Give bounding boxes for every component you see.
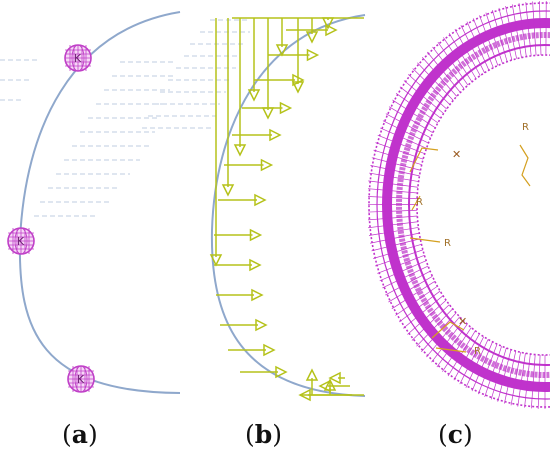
spring-label-2: K: [17, 235, 25, 248]
panel-b: [142, 14, 366, 402]
caption-letter-b: b: [254, 420, 273, 449]
load-arrows: [209, 17, 364, 402]
caption-letter-a: a: [71, 420, 88, 449]
caption-a: (a): [62, 420, 98, 449]
coupling-line-5: [435, 347, 467, 353]
coupling-markers: ✕ ✕: [452, 148, 467, 328]
panel-c: ✕ ✕ R R R R: [368, 1, 550, 409]
caption-letter-c: c: [447, 420, 463, 449]
coupling-label-4: R: [474, 346, 481, 357]
spring-support-bottom: K: [67, 365, 95, 393]
coupling-line-1: [409, 147, 439, 173]
lining-mesh: [368, 1, 550, 409]
spring-support-middle: K: [7, 227, 35, 255]
coupling-label-1: R: [444, 238, 451, 249]
caption-c: (c): [438, 420, 473, 449]
coupling-constraints: [409, 144, 531, 353]
panel-a: K K K: [0, 11, 181, 394]
coupling-line-2: [411, 195, 421, 211]
coupling-label-3: R: [416, 197, 423, 208]
spring-label-3: K: [77, 373, 85, 386]
caption-b: (b): [245, 420, 283, 449]
coupling-label-2: R: [522, 122, 529, 133]
coupling-marker-2: ✕: [458, 315, 467, 328]
coupling-line-6: [519, 144, 531, 187]
faint-text-lines: [0, 59, 175, 217]
boundary-curve-b: [210, 14, 366, 397]
coupling-line-3: [409, 237, 441, 243]
spring-label-1: K: [74, 52, 82, 65]
faint-text-lines: [142, 19, 250, 129]
coupling-line-4: [431, 321, 465, 339]
coupling-marker-1: ✕: [452, 148, 461, 161]
spring-support-top: K: [64, 44, 92, 72]
